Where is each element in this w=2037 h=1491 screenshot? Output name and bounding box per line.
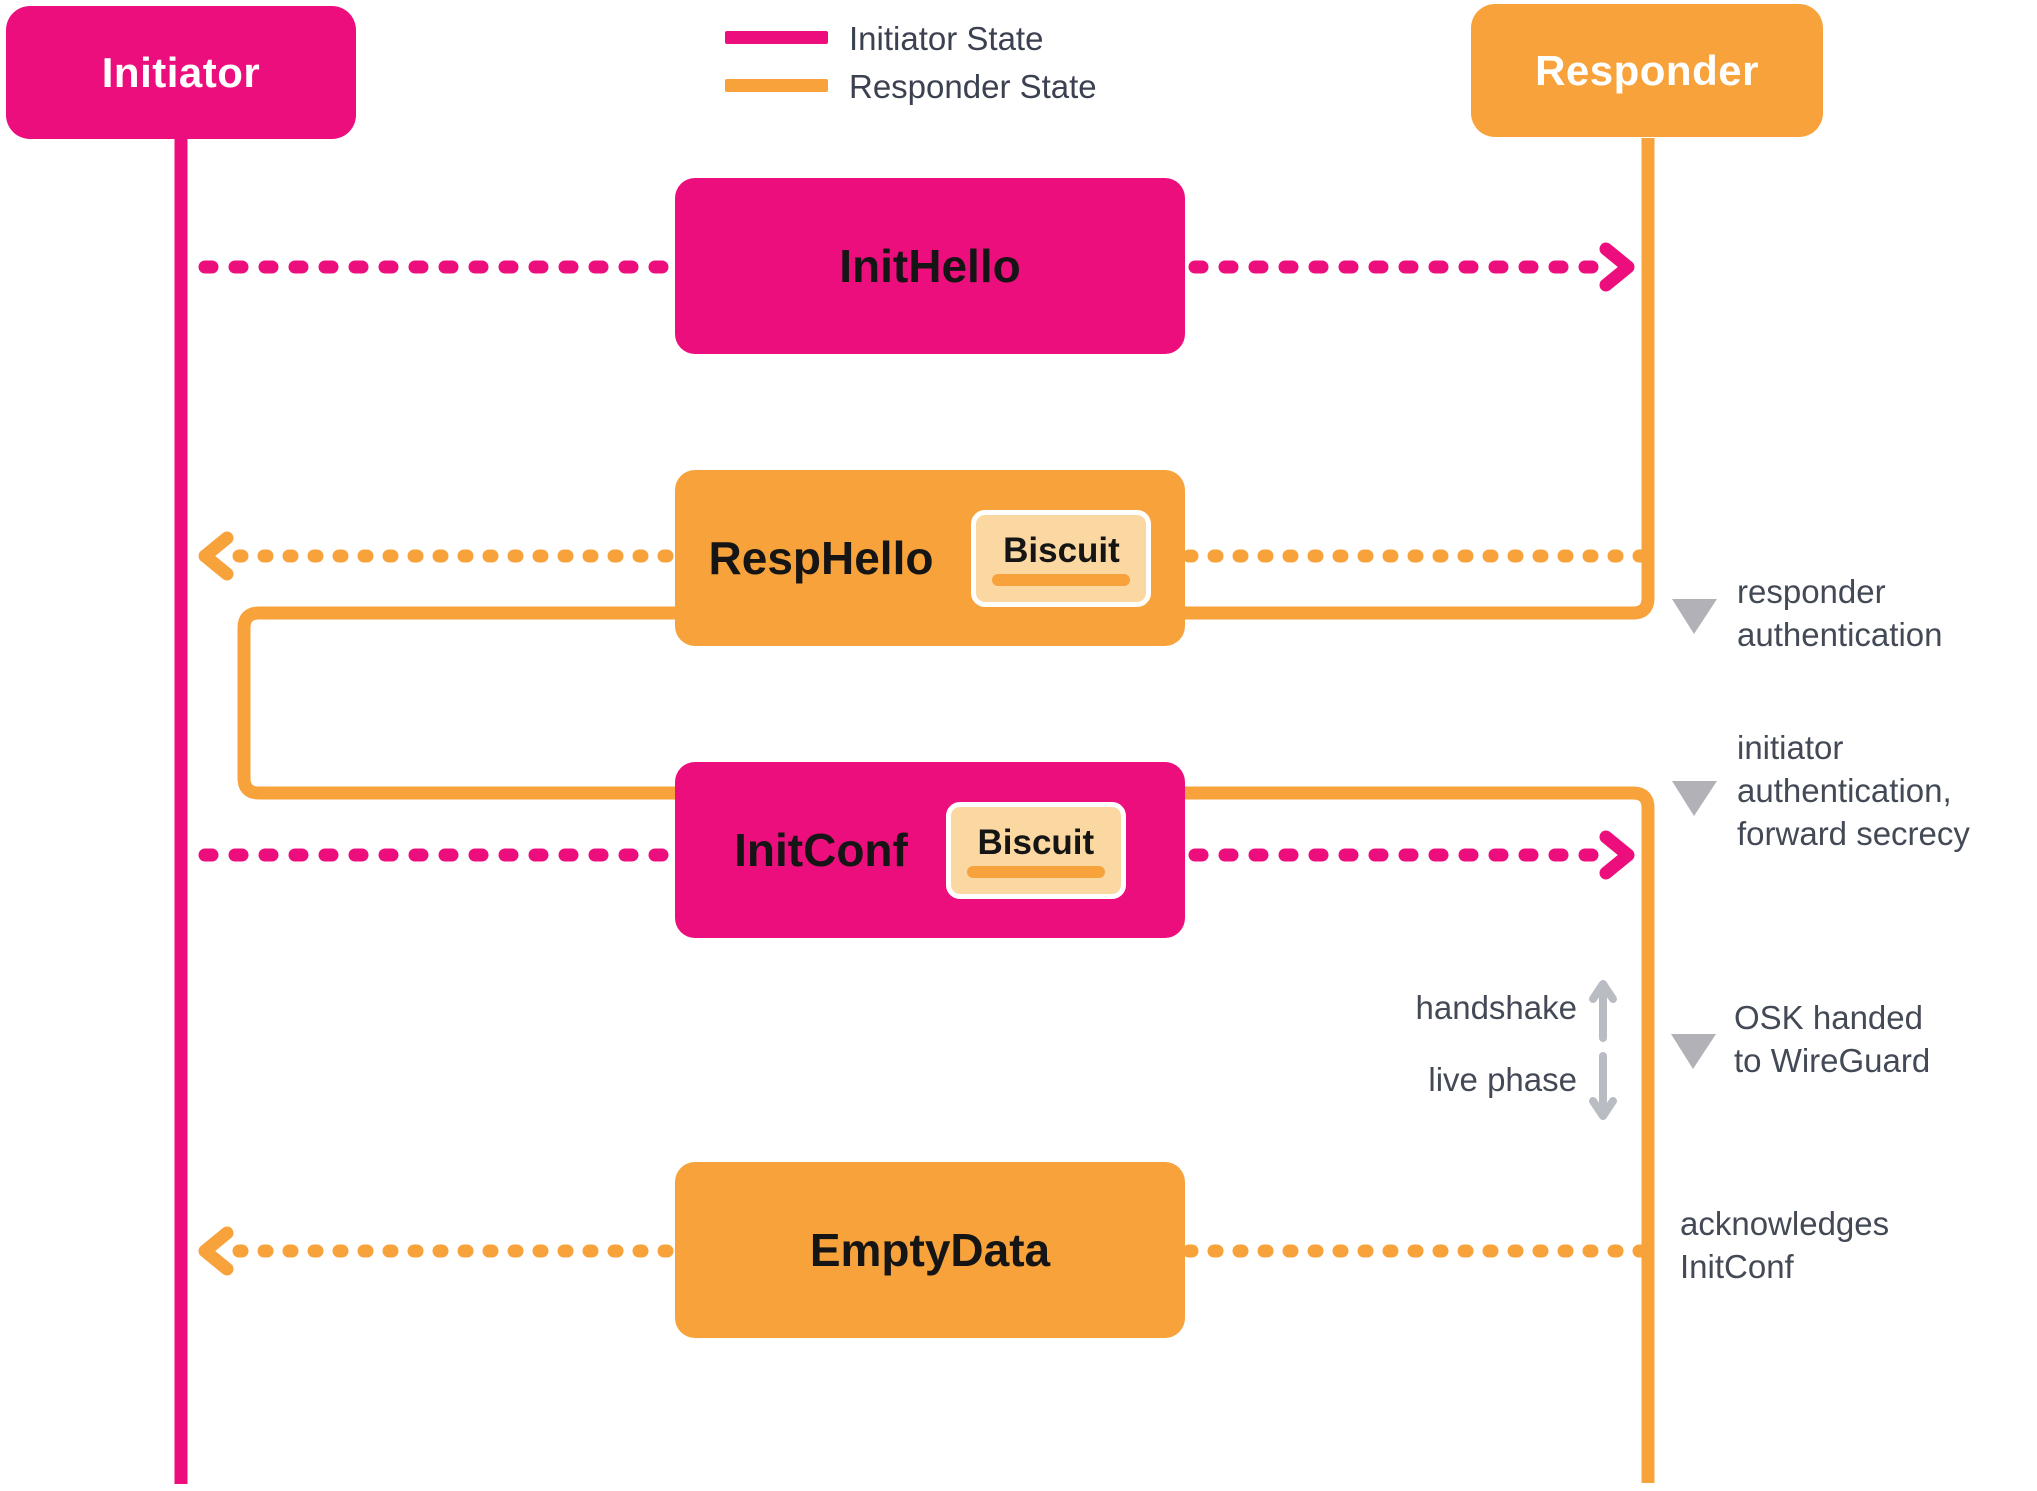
- biscuit-bar-icon: [992, 573, 1131, 586]
- legend-swatch-responder: [725, 79, 828, 92]
- biscuit-box: Biscuit: [945, 801, 1126, 899]
- annotation-ack: acknowledges InitConf: [1680, 1202, 1889, 1288]
- inithello-arrowhead-icon: [1599, 242, 1635, 292]
- responder-auth-marker-icon: [1672, 599, 1717, 634]
- biscuit-bar-icon: [966, 865, 1105, 878]
- osk-marker-icon: [1671, 1034, 1716, 1069]
- actor-responder-label: Responder: [1535, 46, 1759, 94]
- biscuit-label: Biscuit: [977, 822, 1095, 862]
- live-phase-down-arrowhead-icon: [1589, 1097, 1617, 1120]
- annotation-line: authentication: [1737, 616, 1943, 653]
- annotation-line: acknowledges: [1680, 1205, 1890, 1242]
- initiator-auth-marker-icon: [1672, 781, 1717, 816]
- handshake-up-arrowhead-icon: [1589, 980, 1617, 1003]
- phase-label-handshake: handshake: [1415, 989, 1577, 1026]
- annotation-initiator-auth: initiator authentication, forward secrec…: [1737, 726, 1970, 855]
- annotation-responder-auth: responder authentication: [1737, 570, 1943, 656]
- message-initconf: InitConf Biscuit: [675, 762, 1185, 938]
- message-initconf-label: InitConf: [734, 824, 908, 876]
- actor-initiator-label: Initiator: [101, 48, 261, 96]
- annotation-line: to WireGuard: [1734, 1042, 1931, 1079]
- legend-label-initiator: Initiator State: [849, 20, 1044, 57]
- biscuit-box: Biscuit: [971, 509, 1152, 607]
- legend-label-responder: Responder State: [849, 68, 1097, 105]
- annotation-line: forward secrecy: [1737, 815, 1970, 852]
- annotation-line: InitConf: [1680, 1248, 1794, 1285]
- phase-label-live: live phase: [1428, 1061, 1577, 1098]
- message-emptydata: EmptyData: [675, 1162, 1185, 1338]
- resphello-arrowhead-icon: [198, 531, 234, 581]
- biscuit-label: Biscuit: [1003, 530, 1120, 570]
- emptydata-arrowhead-icon: [198, 1226, 234, 1276]
- message-resphello-label: RespHello: [708, 532, 934, 584]
- annotation-osk: OSK handed to WireGuard: [1734, 996, 1930, 1082]
- message-emptydata-label: EmptyData: [809, 1224, 1051, 1276]
- message-inithello: InitHello: [675, 178, 1185, 354]
- initconf-arrowhead-icon: [1599, 830, 1635, 880]
- annotation-line: responder: [1737, 573, 1886, 610]
- legend-swatch-initiator: [725, 31, 828, 44]
- actor-initiator: Initiator: [6, 6, 356, 139]
- annotation-line: OSK handed: [1734, 999, 1923, 1036]
- actor-responder: Responder: [1471, 4, 1823, 137]
- annotation-line: initiator: [1737, 729, 1844, 766]
- responder-state-line: [237, 138, 1655, 1483]
- annotation-line: authentication,: [1737, 772, 1952, 809]
- message-resphello: RespHello Biscuit: [675, 470, 1185, 646]
- message-inithello-label: InitHello: [839, 240, 1021, 292]
